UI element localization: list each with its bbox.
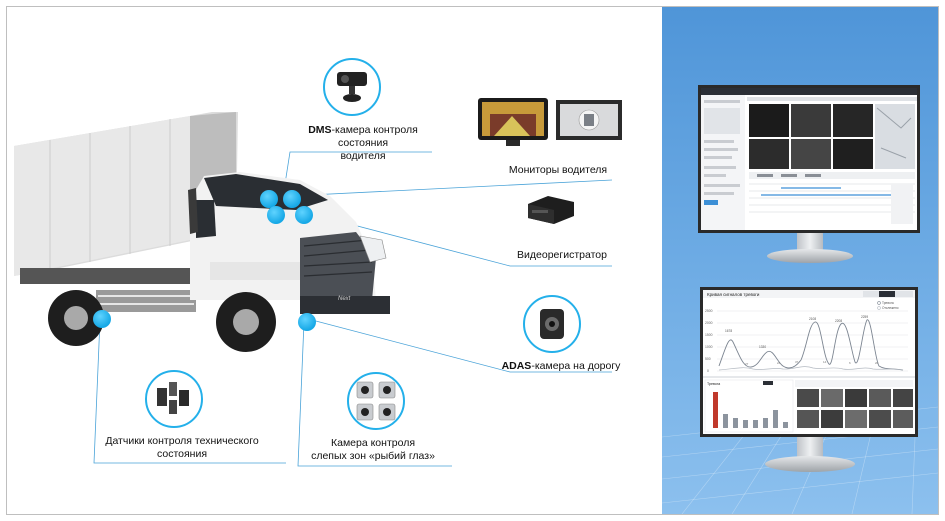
adas-label: ADAS-камера на дорогу [496,360,626,373]
peak-label: 2259 [861,315,868,319]
y-tick: 500 [705,357,711,361]
rear-wheel [48,290,104,346]
sensors-icon [145,370,203,428]
y-tick: 0 [707,369,709,373]
y-tick: 2000 [705,321,713,325]
legend-alarm: Тревога [882,301,894,305]
video-dashboard [701,88,917,230]
sensors-line2: состояния [156,448,208,460]
peak-label: 2108 [809,317,816,321]
legend-tracked: Отслежено [882,306,899,310]
low-label: 24 [777,361,781,365]
alarm-dashboard: Кривая сигналов тревоги 2500 2000 1500 1… [703,290,915,433]
monitor-bottom-stand [797,437,823,459]
truck-badge: Next [338,296,351,302]
dms-camera-icon [323,58,381,116]
truck-illustration: Next [14,112,613,467]
hotspot-dms-left [260,190,278,208]
driver-monitors-image [478,98,622,146]
adas-rest: -камера на дорогу [531,360,621,372]
adas-camera-icon [523,295,581,353]
low-label: 14 [823,360,827,364]
y-tick: 1000 [705,345,713,349]
y-tick: 1500 [705,333,713,337]
blindspot-label: Камера контроля слепых зон «рыбий глаз» [298,437,448,463]
low-label: 6 [849,361,851,365]
hotspot-monitor [267,206,285,224]
blindspot-line2: слепых зон «рыбий глаз» [311,450,435,462]
dvr-label: Видеорегистратор [517,249,607,261]
peak-label: 1330 [759,345,766,349]
dms-label: DMS-камера контроля состояния водителя [288,124,438,163]
peak-label: 2208 [835,319,842,323]
monitors-label: Мониторы водителя [508,164,608,176]
hotspot-dms-right [283,190,301,208]
peak-label: 1678 [725,329,732,333]
sensors-label: Датчики контроля технического состояния [92,435,272,461]
monitor-bottom-screen: Кривая сигналов тревоги 2500 2000 1500 1… [700,287,918,437]
outer-frame [6,6,939,515]
low-label: 20 [875,361,879,365]
low-label: 27 [745,362,749,366]
blindspot-line1: Камера контроля [330,437,416,449]
monitor-top-screen [698,85,920,233]
monitor-bottom-base [765,456,855,472]
monitor-top-base [767,249,853,263]
dms-line2: водителя [340,150,386,162]
hotspot-adas [298,313,316,331]
fisheye-cameras-icon [347,372,405,430]
front-wheel [216,292,276,352]
low-label: 37 [795,360,799,364]
sensors-line1: Датчики контроля технического [105,435,259,447]
hotspot-sensors [93,310,111,328]
alarm-curve-title: Кривая сигналов тревоги [707,292,760,297]
monitor-top-stand [797,233,823,253]
adas-prefix: ADAS [501,360,532,372]
dms-prefix: DMS [308,124,332,136]
dms-line1: -камера контроля состояния [331,124,418,149]
y-tick: 2500 [705,309,713,313]
hotspot-dvr [295,206,313,224]
dvr-image [528,196,574,224]
alarm-panel-title: Тревога [707,382,720,386]
